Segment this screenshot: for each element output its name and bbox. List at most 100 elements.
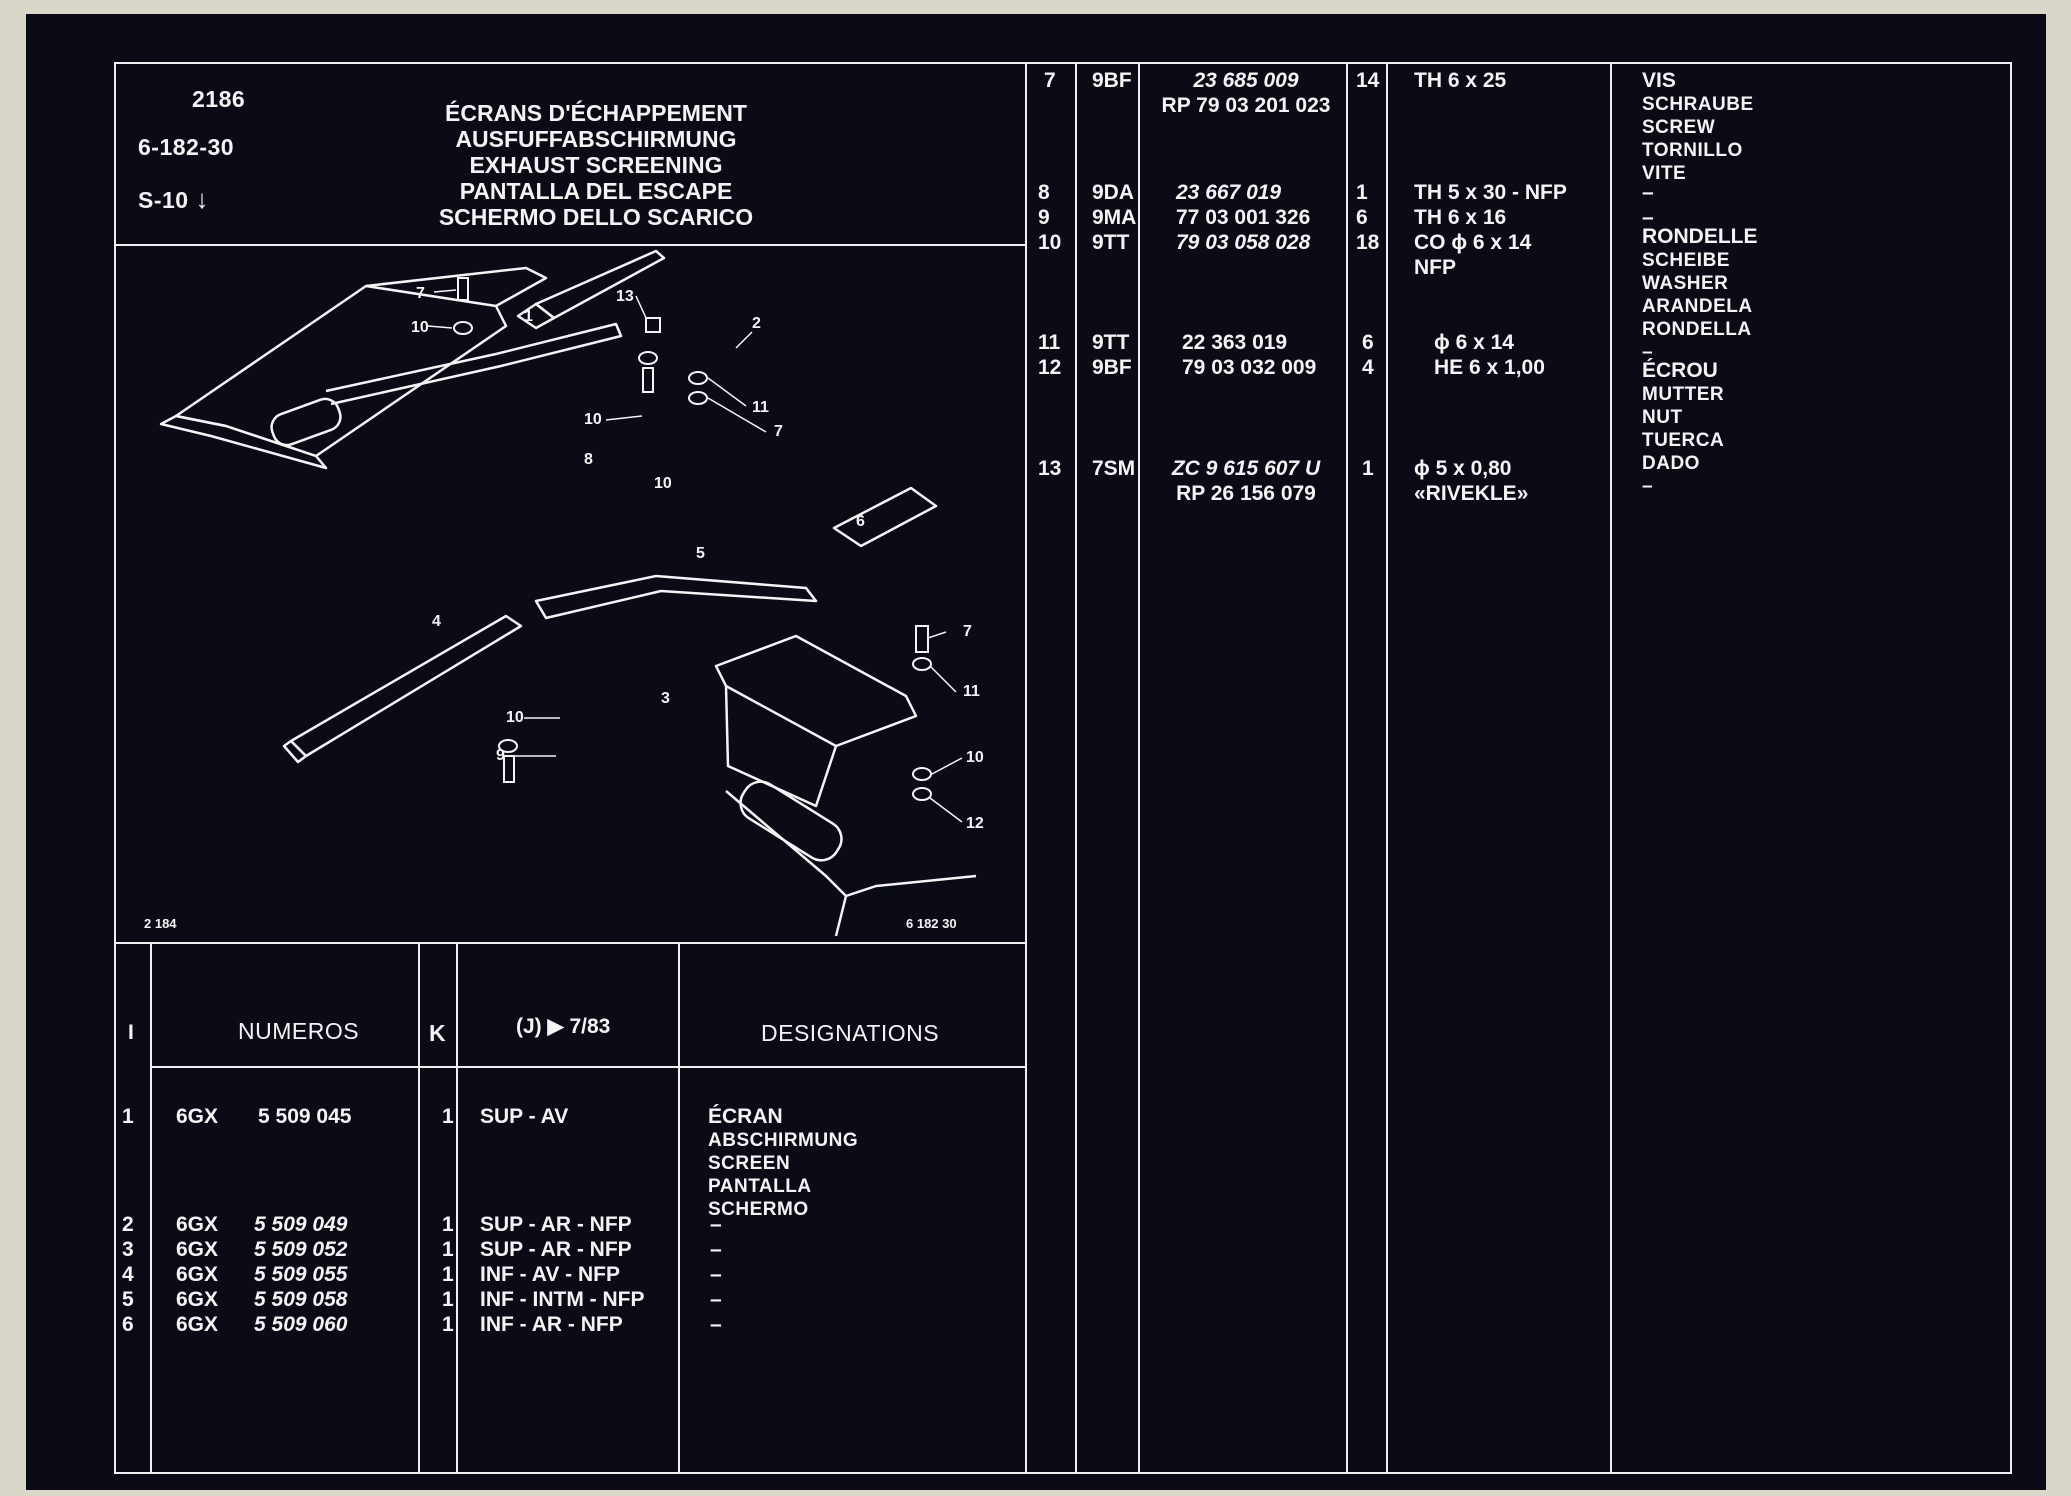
row-remark: TH 6 x 25 xyxy=(1414,69,1507,92)
range-code: S-10 ↓ xyxy=(138,186,209,212)
leader-line xyxy=(433,289,457,293)
row-quantity: 1 xyxy=(442,1105,454,1128)
designation-line: RONDELLA xyxy=(1642,319,1752,340)
row-remark: TH 5 x 30 - NFP xyxy=(1414,181,1567,204)
row-designation: ÉCRAN ABSCHIRMUNG SCREEN PANTALLA SCHERM… xyxy=(708,1106,858,1223)
designation-line: – xyxy=(1642,476,1654,497)
rows-8-10-number: 23 667 019 77 03 001 326 79 03 058 028 xyxy=(1176,182,1310,257)
row-code: 6GX xyxy=(176,1263,219,1286)
row-index: 3 xyxy=(122,1238,134,1261)
callout-label: 7 xyxy=(416,285,425,302)
callout-label: 7 xyxy=(963,623,972,640)
row-index: 4 xyxy=(122,1263,134,1286)
designation-line: SCREEN xyxy=(708,1153,791,1174)
figure-ref-right: 6 182 30 xyxy=(906,916,957,931)
designation-line: RONDELLE xyxy=(1642,225,1758,248)
row-index: 5 xyxy=(122,1288,134,1311)
callout-label: 10 xyxy=(654,475,672,492)
rows-8-10-index: 8 9 10 xyxy=(1038,182,1061,257)
page-frame xyxy=(114,62,2012,1474)
col-divider xyxy=(418,942,420,1474)
part-number-line: 23 685 009 xyxy=(1193,69,1299,92)
designation-line: VITE xyxy=(1642,163,1687,184)
table-head-rule xyxy=(150,1066,1026,1068)
leader-line xyxy=(707,377,747,407)
row-index: 7 xyxy=(1044,69,1056,92)
exploded-diagram: 13 7 10 1 2 10 8 11 10 7 6 5 4 7 11 3 10… xyxy=(144,249,984,937)
designation-rondelle: RONDELLE SCHEIBE WASHER ARANDELA RONDELL… xyxy=(1642,226,1758,366)
bolt-7b xyxy=(915,625,929,653)
row-quantity: 1 xyxy=(442,1238,454,1261)
row-remark: INF - AV - NFP xyxy=(480,1263,620,1286)
callout-label: 8 xyxy=(584,451,593,468)
leader-line xyxy=(931,757,963,775)
bolt-7 xyxy=(457,277,469,301)
row-code: 9MA xyxy=(1092,206,1137,229)
washer-10e xyxy=(912,767,932,781)
pipe-upper xyxy=(325,322,623,406)
callout-label: 7 xyxy=(774,423,783,440)
callout-label: 1 xyxy=(524,308,533,325)
part-number-line: RP 26 156 079 xyxy=(1176,482,1316,505)
row-quantity: 1 xyxy=(442,1288,454,1311)
rows-11-12-k: 6 4 xyxy=(1362,332,1374,382)
part-5-shield xyxy=(534,574,818,620)
rows-2-6-k: 1 1 1 1 1 xyxy=(442,1214,454,1339)
row-index: 10 xyxy=(1038,231,1062,254)
part-3-bracket xyxy=(714,634,918,748)
designation-line: MUTTER xyxy=(1642,384,1725,405)
row-index: 11 xyxy=(1038,331,1061,354)
rows-8-10-remark: TH 5 x 30 - NFP TH 6 x 16 CO ɸ 6 x 14 NF… xyxy=(1414,182,1567,282)
main-divider xyxy=(1025,62,1027,1474)
row-index: 2 xyxy=(122,1213,134,1236)
rows-2-6-number: 5 509 049 5 509 052 5 509 055 5 509 058 … xyxy=(254,1214,347,1339)
row-part-number: 23 667 019 xyxy=(1176,181,1282,204)
callout-label: 10 xyxy=(411,319,429,336)
title-it: SCHERMO DELLO SCARICO xyxy=(438,204,754,230)
row-quantity: 14 xyxy=(1356,69,1380,92)
nut-12 xyxy=(912,787,932,801)
muffler-upper xyxy=(270,397,342,447)
row-code: 9TT xyxy=(1092,231,1130,254)
rows-11-12-number: 22 363 019 79 03 032 009 xyxy=(1182,332,1316,382)
column-header-designations: DESIGNATIONS xyxy=(761,1020,940,1046)
designation-line: SCHERMO xyxy=(708,1199,809,1220)
row-quantity: 1 xyxy=(442,1263,454,1286)
col-divider xyxy=(1346,62,1348,1474)
designation-line: SCREW xyxy=(1642,117,1716,138)
row-quantity: 6 xyxy=(1362,331,1374,354)
row-code: 9TT xyxy=(1092,331,1130,354)
row-part-number: 5 509 055 xyxy=(254,1263,348,1286)
rows-2-6-code: 6GX 6GX 6GX 6GX 6GX xyxy=(176,1214,218,1339)
column-header-j: (J) ▶ 7/83 xyxy=(516,1015,611,1038)
designation-ecrou: ÉCROU MUTTER NUT TUERCA DADO – xyxy=(1642,360,1724,500)
col-divider xyxy=(1075,62,1077,1474)
callout-label: 12 xyxy=(966,815,984,832)
part-1-flange xyxy=(159,414,328,470)
col-divider xyxy=(456,942,458,1474)
col-divider xyxy=(1138,62,1140,1474)
part-1-neck xyxy=(365,266,548,308)
page-number: 2186 xyxy=(192,86,246,112)
part-2-shield xyxy=(534,249,666,320)
row-remark: CO ɸ 6 x 14 xyxy=(1414,231,1532,254)
designation-line: ABSCHIRMUNG xyxy=(708,1130,859,1151)
header-rule xyxy=(114,244,1026,246)
remark-line: ɸ 5 x 0,80 xyxy=(1414,457,1512,480)
designation-line: DADO xyxy=(1642,453,1700,474)
rows-8-10-k: 1 6 18 xyxy=(1356,182,1379,257)
page-title: ÉCRANS D'ÉCHAPPEMENT AUSFUFFABSCHIRMUNG … xyxy=(436,102,756,232)
rows-11-12-remark: ɸ 6 x 14 HE 6 x 1,00 xyxy=(1434,332,1545,382)
part-4-shield xyxy=(289,614,523,758)
washer-11 xyxy=(688,371,708,385)
leader-line xyxy=(605,415,643,421)
designation-line: SCHRAUBE xyxy=(1642,94,1754,115)
callout-label: 9 xyxy=(496,747,505,764)
arrow-down-icon: ↓ xyxy=(195,184,209,214)
rows-8-10-code: 9DA 9MA 9TT xyxy=(1092,182,1136,257)
row-remark: SUP - AV xyxy=(480,1105,569,1128)
row-remark: SUP - AR - NFP xyxy=(480,1213,632,1236)
rows-2-6-index: 2 3 4 5 6 xyxy=(122,1214,134,1339)
figure-ref-left: 2 184 xyxy=(144,916,177,931)
row-quantity: 1 xyxy=(442,1213,454,1236)
